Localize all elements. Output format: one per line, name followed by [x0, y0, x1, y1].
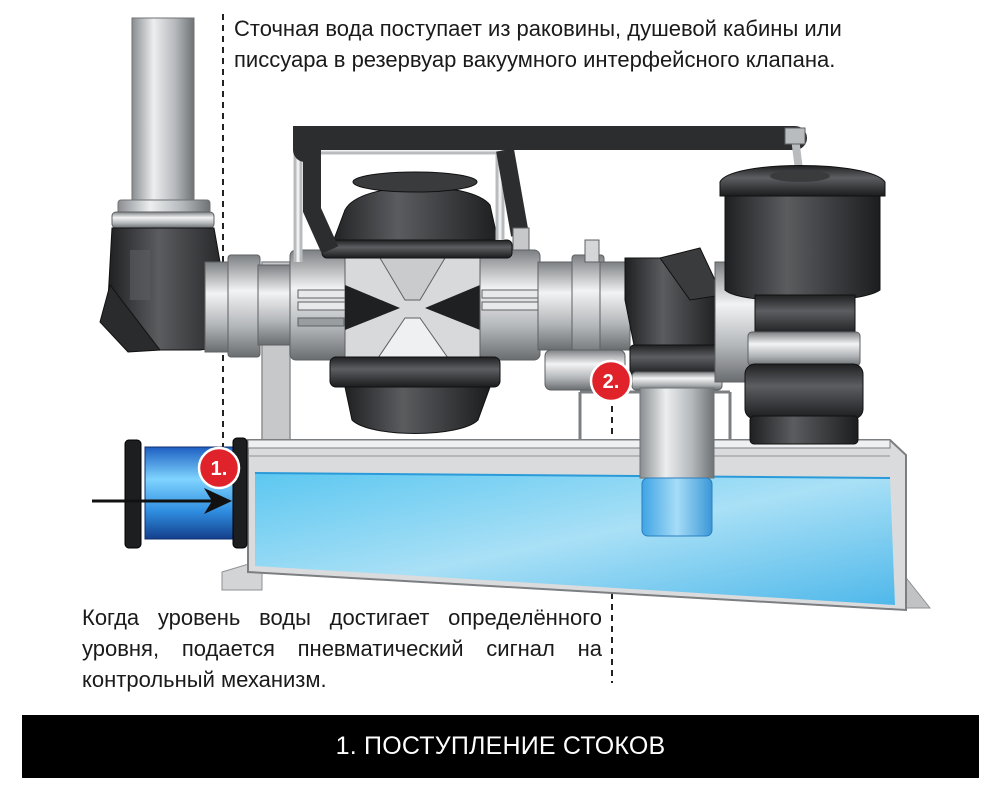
marker-2: 2.	[589, 359, 633, 403]
rubber-elbow-left	[99, 227, 236, 353]
marker-1-circle	[197, 446, 241, 490]
section-title-bar: 1. ПОСТУПЛЕНИЕ СТОКОВ	[22, 715, 979, 778]
inlet-pipe	[124, 437, 248, 549]
section-title: 1. ПОСТУПЛЕНИЕ СТОКОВ	[335, 732, 666, 760]
bottom-caption: Когда уровень воды достигает определённо…	[82, 605, 602, 692]
control-tubing	[293, 126, 807, 262]
controller-canister	[714, 165, 886, 445]
marker-2-circle	[589, 359, 633, 403]
valve-body	[204, 239, 631, 361]
tank	[247, 439, 907, 612]
marker-1-label: 1.	[211, 458, 228, 480]
top-caption: Сточная вода поступает из раковины, душе…	[234, 16, 842, 72]
inflow-arrow	[92, 488, 232, 514]
marker-2-label: 2.	[603, 371, 620, 393]
actuator-bottom	[329, 356, 501, 434]
inlet-vertical-pipe	[111, 17, 215, 229]
actuator-top	[321, 171, 513, 259]
marker-1: 1.	[197, 446, 241, 490]
